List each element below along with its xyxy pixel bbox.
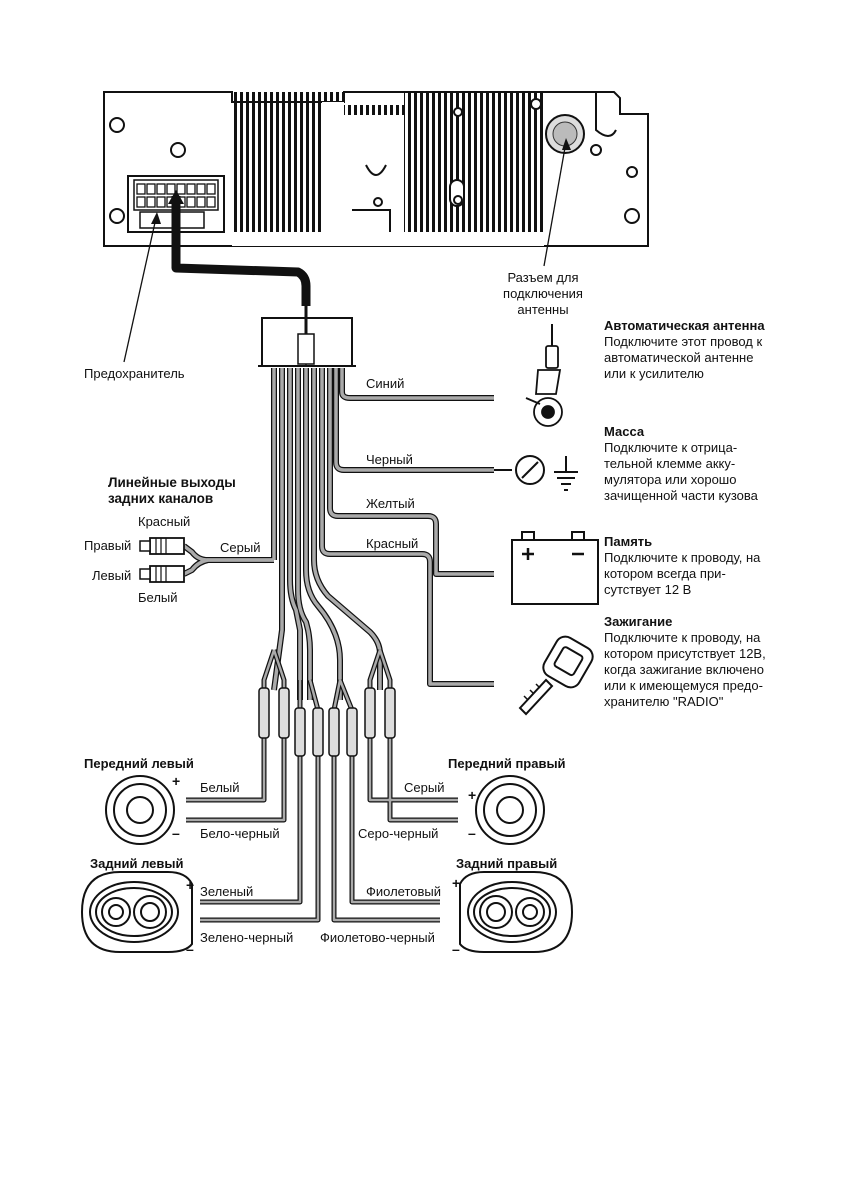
rca-left-label: Левый [92, 568, 132, 583]
rear-right-minus-symbol: – [452, 941, 460, 957]
note-ignition-title: Зажигание [604, 614, 673, 629]
ground-icon [494, 455, 578, 491]
fuse-pointer-line [123, 217, 157, 363]
black-wire-label: Черный [366, 452, 413, 467]
ignition-key-icon [518, 635, 594, 716]
front-right-plus-wire-label: Серый [404, 780, 445, 795]
rear-left-title: Задний левый [90, 856, 184, 871]
note-auto-antenna-text: Подключите этот про­вод к автоматической… [604, 334, 763, 381]
note-ground-text: Подключите к отрица­тельной клемме акку­… [604, 440, 758, 503]
main-cable [171, 196, 311, 306]
auto-antenna-icon [525, 324, 563, 427]
rca-right-label: Правый [84, 538, 132, 553]
note-auto-antenna-title: Автоматическая антенна [604, 318, 765, 333]
front-left-minus-wire-label: Бело-черный [200, 826, 280, 841]
yellow-wire-label: Желтый [366, 496, 415, 511]
front-left-speaker-icon [105, 775, 175, 845]
fuse-label: Предохранитель [84, 366, 185, 381]
gray-wire-label: Серый [220, 540, 261, 555]
note-memory: Память Подключите к проводу, на котором … [604, 534, 774, 598]
front-right-speaker-icon [475, 775, 545, 845]
rear-right-plus-symbol: + [452, 875, 461, 891]
note-memory-text: Подключите к проводу, на котором всегда … [604, 550, 761, 597]
rear-right-title: Задний правый [456, 856, 558, 871]
rear-left-plus-symbol: + [186, 877, 195, 893]
rear-left-speaker-icon [80, 871, 193, 953]
note-ignition: Зажигание Подключите к проводу, на котор… [604, 614, 774, 710]
wire-bundle [182, 368, 494, 923]
front-right-minus-wire-label: Серо-черный [358, 826, 439, 841]
front-left-minus-symbol: – [172, 825, 180, 841]
note-ignition-text: Подключите к проводу, на котором присутс… [604, 630, 766, 709]
harness-connector [258, 306, 356, 367]
front-left-plus-symbol: + [172, 773, 181, 789]
antenna-pointer-line [543, 141, 567, 267]
rca-white-label: Белый [138, 590, 178, 605]
note-memory-title: Память [604, 534, 653, 549]
rear-left-plus-wire-label: Зеленый [200, 884, 254, 899]
red-wire-label: Красный [366, 536, 419, 551]
front-right-title: Передний правый [448, 756, 566, 771]
head-unit-chassis [103, 91, 649, 247]
battery-icon [511, 531, 599, 605]
front-left-plus-wire-label: Белый [200, 780, 240, 795]
rca-plug-right [139, 537, 185, 555]
rca-plug-left [139, 565, 185, 583]
rear-right-plus-wire-label: Фиолетовый [366, 884, 442, 899]
rear-left-minus-symbol: – [186, 941, 194, 957]
note-auto-antenna: Автоматическая антенна Подключите этот п… [604, 318, 774, 382]
front-left-title: Передний левый [84, 756, 194, 771]
antenna-connector-label: Разъем для подключения антенны [503, 270, 583, 317]
front-right-plus-symbol: + [468, 787, 477, 803]
note-ground: Масса Подключите к отрица­тельной клемме… [604, 424, 774, 504]
antenna-socket [545, 114, 585, 154]
front-right-minus-symbol: – [468, 825, 476, 841]
rear-right-speaker-icon [459, 871, 574, 953]
rca-red-label: Красный [138, 514, 191, 529]
rear-left-minus-wire-label: Зелено-черный [200, 930, 294, 945]
rear-right-minus-wire-label: Фиолетово-черный [320, 930, 435, 945]
blue-wire-label: Синий [366, 376, 405, 391]
note-ground-title: Масса [604, 424, 645, 439]
line-outputs-label: Линейные выходы задних каналов [108, 475, 236, 506]
